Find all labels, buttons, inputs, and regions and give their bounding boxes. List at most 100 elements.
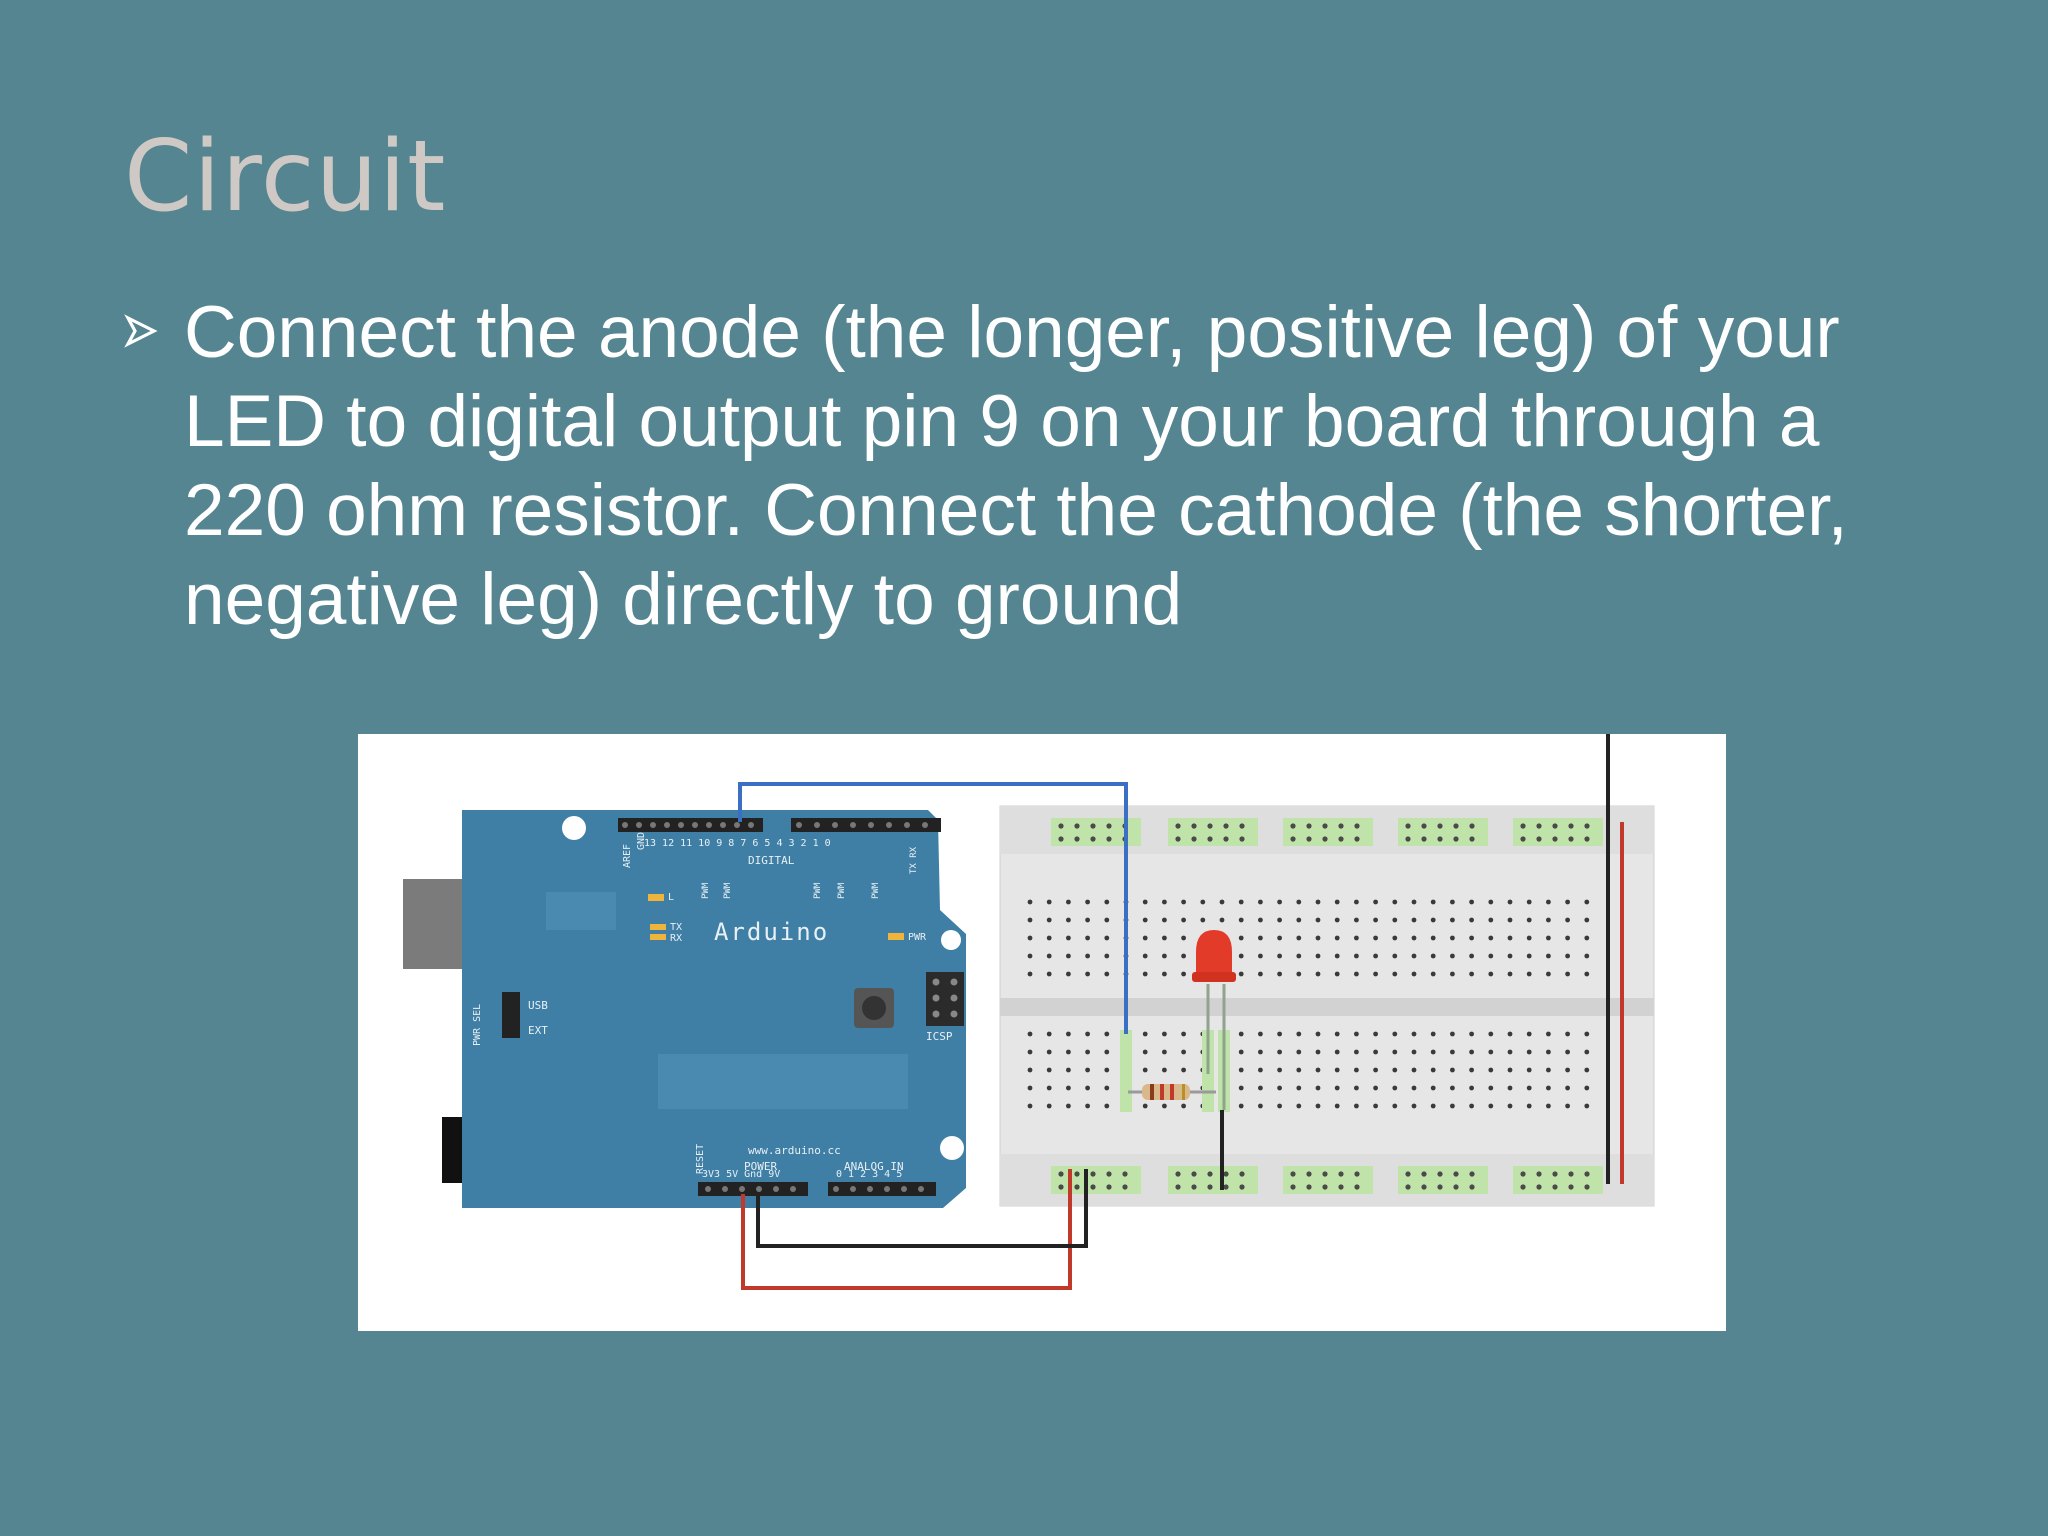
mounting-hole — [941, 930, 961, 950]
breadboard-hole — [1277, 1067, 1282, 1073]
breadboard-hole — [1411, 935, 1417, 941]
rail-group — [1168, 1166, 1258, 1194]
breadboard-hole — [1085, 1049, 1090, 1055]
breadboard-hole — [1104, 899, 1110, 905]
breadboard-hole — [1046, 917, 1052, 923]
rail-hole — [1552, 1171, 1558, 1177]
rail-hole — [1338, 1171, 1344, 1177]
rail-hole — [1106, 1171, 1112, 1177]
rail-hole — [1207, 1184, 1213, 1190]
rail-hole — [1074, 823, 1080, 829]
rail-hole — [1322, 1171, 1328, 1177]
bullet-text: Connect the anode (the longer, positive … — [184, 292, 1848, 640]
rail-hole — [1175, 836, 1181, 842]
header-pin — [636, 822, 642, 828]
breadboard-hole — [1565, 1031, 1570, 1037]
breadboard-hole — [1142, 1067, 1148, 1073]
rail-hole — [1122, 1171, 1128, 1177]
breadboard-hole — [1162, 1067, 1167, 1073]
rail-group — [1283, 818, 1373, 846]
breadboard-hole — [1450, 899, 1455, 905]
rail-hole — [1437, 1171, 1443, 1177]
arduino-board: Arduino DIGITAL www.arduino.cc POWER ANA… — [403, 810, 966, 1208]
rail-hole — [1207, 1171, 1213, 1177]
breadboard-hole — [1181, 971, 1186, 977]
arrowhead-bullet-icon — [124, 288, 184, 353]
board-url-label: www.arduino.cc — [748, 1144, 841, 1157]
breadboard-hole — [1546, 1067, 1551, 1073]
rail-hole — [1207, 823, 1213, 829]
breadboard-hole — [1584, 1103, 1590, 1109]
breadboard-hole — [1507, 899, 1513, 905]
breadboard-hole — [1584, 899, 1590, 905]
rail-hole — [1354, 1171, 1360, 1177]
breadboard-hole — [1296, 1049, 1302, 1055]
rail-hole — [1584, 1184, 1590, 1190]
breadboard-hole — [1546, 1031, 1551, 1037]
rail-hole — [1322, 1184, 1328, 1190]
breadboard-hole — [1142, 899, 1148, 905]
breadboard-hole — [1411, 953, 1417, 959]
breadboard-hole — [1181, 899, 1186, 905]
breadboard-hole — [1469, 1085, 1474, 1091]
breadboard-hole — [1027, 1085, 1033, 1091]
rail-hole — [1469, 823, 1475, 829]
rail-group — [1513, 1166, 1603, 1194]
breadboard-hole — [1027, 917, 1033, 923]
breadboard-hole — [1296, 917, 1302, 923]
rail-hole — [1322, 836, 1328, 842]
header-pin — [692, 822, 698, 828]
breadboard-hole — [1277, 935, 1282, 941]
breadboard-hole — [1430, 953, 1436, 959]
breadboard-hole — [1507, 1085, 1513, 1091]
rail-hole — [1421, 836, 1427, 842]
breadboard-hole — [1450, 1085, 1455, 1091]
rail-hole — [1536, 1184, 1542, 1190]
breadboard-hole — [1334, 1103, 1340, 1109]
rail-hole — [1058, 1171, 1064, 1177]
rail-hole — [1074, 836, 1080, 842]
breadboard-hole — [1142, 1103, 1148, 1109]
breadboard-hole — [1162, 971, 1167, 977]
breadboard-hole — [1277, 1049, 1282, 1055]
header-pin — [706, 822, 712, 828]
breadboard-hole — [1334, 971, 1340, 977]
breadboard-hole — [1046, 971, 1052, 977]
breadboard-hole — [1296, 1031, 1302, 1037]
breadboard-hole — [1334, 899, 1340, 905]
breadboard-hole — [1526, 935, 1532, 941]
breadboard-hole — [1315, 899, 1321, 905]
slide-title: Circuit — [124, 120, 447, 234]
rail-hole — [1058, 823, 1064, 829]
breadboard-hole — [1450, 953, 1455, 959]
analog-pins-label: 0 1 2 3 4 5 — [836, 1169, 902, 1180]
breadboard-hole — [1411, 1085, 1417, 1091]
breadboard-hole — [1450, 935, 1455, 941]
breadboard-hole — [1238, 1031, 1244, 1037]
breadboard-hole — [1546, 971, 1551, 977]
breadboard-hole — [1162, 1031, 1167, 1037]
breadboard-hole — [1546, 935, 1551, 941]
breadboard-hole — [1373, 953, 1378, 959]
breadboard-hole — [1066, 1049, 1071, 1055]
breadboard-hole — [1200, 899, 1206, 905]
breadboard-hole — [1546, 953, 1551, 959]
rail-hole — [1306, 1171, 1312, 1177]
breadboard-hole — [1162, 935, 1167, 941]
breadboard-hole — [1488, 953, 1494, 959]
breadboard-hole — [1488, 971, 1494, 977]
gnd-label: GND — [636, 832, 647, 850]
breadboard-hole — [1162, 917, 1167, 923]
breadboard-hole — [1507, 971, 1513, 977]
breadboard-hole — [1334, 935, 1340, 941]
led-l-label: L — [668, 892, 674, 903]
breadboard-hole — [1181, 953, 1186, 959]
breadboard-hole — [1142, 953, 1148, 959]
breadboard-hole — [1354, 917, 1359, 923]
breadboard-hole — [1142, 1049, 1148, 1055]
breadboard-hole — [1469, 971, 1474, 977]
breadboard-hole — [1066, 935, 1071, 941]
breadboard-hole — [1046, 1067, 1052, 1073]
rail-hole — [1421, 1171, 1427, 1177]
breadboard-hole — [1392, 917, 1398, 923]
